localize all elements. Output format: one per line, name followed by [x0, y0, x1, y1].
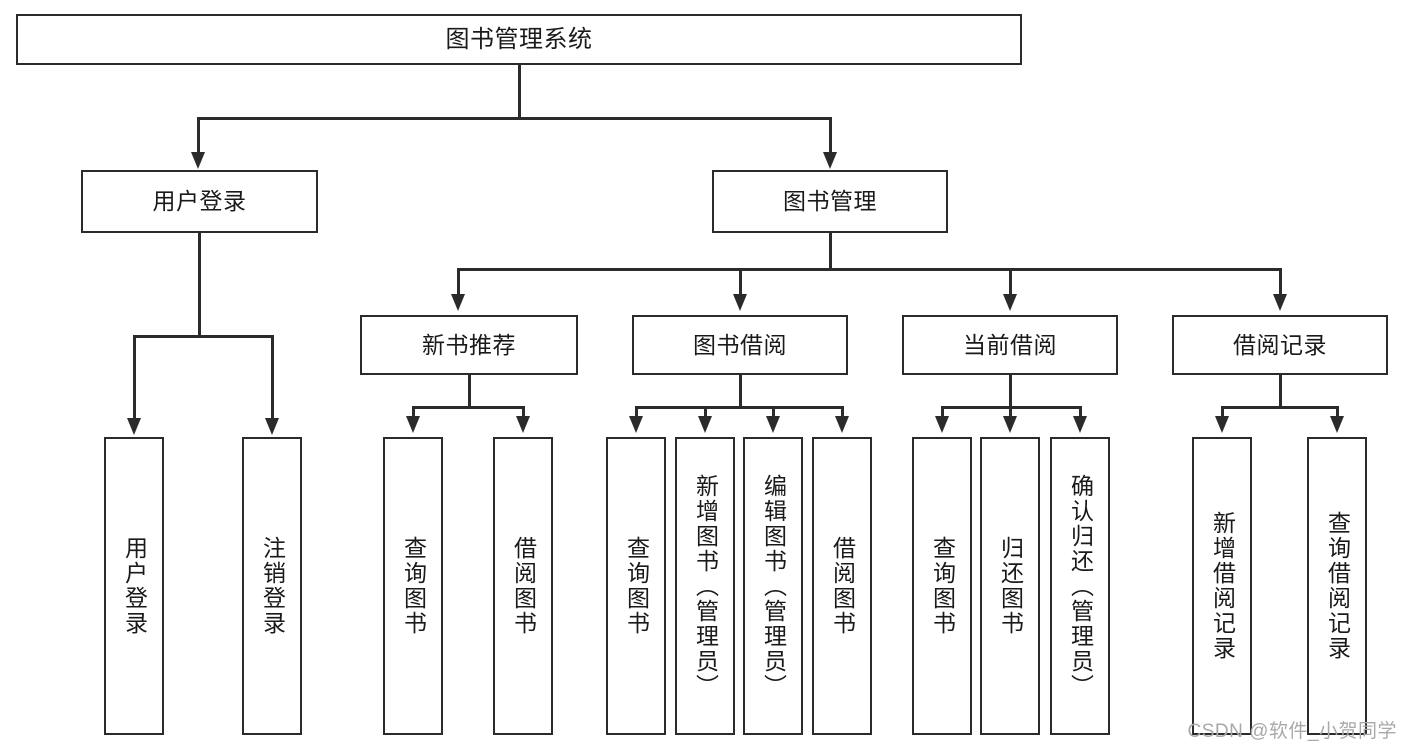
node-label: 查询图书 [623, 536, 650, 636]
node-label: 图书管理 [783, 188, 877, 215]
connector-bookborrow-child-3 [772, 406, 775, 419]
leaf-edit-book-admin[interactable]: 编辑图书（管理员） [743, 437, 803, 735]
node-label: 借阅图书 [829, 536, 856, 636]
connector-newbook-trunk [468, 375, 471, 408]
node-label: 注销登录 [259, 536, 286, 636]
arrowhead-book-manage [823, 152, 837, 169]
connector-bookborrow-child-1 [635, 406, 638, 419]
node-label: 借阅图书 [510, 536, 537, 636]
leaf-query-borrow-record[interactable]: 查询借阅记录 [1307, 437, 1367, 735]
node-label: 确认归还（管理员） [1067, 473, 1094, 699]
node-label: 借阅记录 [1233, 331, 1327, 358]
connector-book-manage-bar [457, 268, 1281, 271]
connector-newbook-child-1 [412, 406, 415, 419]
connector-newbook-child-2 [522, 406, 525, 419]
arrowhead-leaf-logout [265, 418, 279, 435]
node-label: 查询图书 [929, 536, 956, 636]
node-label: 新增图书（管理员） [692, 473, 719, 699]
connector-to-book-manage [829, 117, 832, 155]
connector-to-borrow-record [1279, 268, 1282, 296]
node-label: 图书管理系统 [445, 25, 593, 53]
connector-currentborrow-child-3 [1079, 406, 1082, 419]
node-new-book-recommend[interactable]: 新书推荐 [360, 315, 578, 375]
leaf-logout[interactable]: 注销登录 [242, 437, 302, 735]
node-book-management[interactable]: 图书管理 [712, 170, 948, 233]
arrowhead-borrowrecord-child-2 [1330, 416, 1344, 433]
connector-currentborrow-trunk [1009, 375, 1012, 408]
connector-borrowrecord-trunk [1279, 375, 1282, 408]
node-label: 查询借阅记录 [1324, 511, 1351, 661]
connector-user-login-trunk [198, 233, 201, 336]
connector-user-login-bar [133, 335, 273, 338]
node-label: 新增借阅记录 [1209, 511, 1236, 661]
node-label: 新书推荐 [422, 331, 516, 358]
connector-bookborrow-child-4 [841, 406, 844, 419]
arrowhead-currentborrow-child-1 [935, 416, 949, 433]
connector-to-leaf-logout [271, 335, 274, 421]
leaf-query-book-recommend[interactable]: 查询图书 [383, 437, 443, 735]
arrowhead-borrowrecord-child-1 [1215, 416, 1229, 433]
connector-to-current-borrow [1009, 268, 1012, 296]
leaf-query-book-borrow[interactable]: 查询图书 [606, 437, 666, 735]
arrowhead-new-book [451, 294, 465, 311]
connector-newbook-bar [412, 406, 524, 409]
leaf-add-borrow-record[interactable]: 新增借阅记录 [1192, 437, 1252, 735]
node-label: 用户登录 [152, 188, 247, 215]
arrowhead-bookborrow-child-2 [698, 416, 712, 433]
node-label: 编辑图书（管理员） [760, 473, 787, 699]
arrowhead-newbook-child-2 [516, 416, 530, 433]
connector-bookborrow-bar [635, 406, 843, 409]
arrowhead-currentborrow-child-3 [1073, 416, 1087, 433]
connector-borrowrecord-bar [1221, 406, 1338, 409]
arrowhead-currentborrow-child-2 [1003, 416, 1017, 433]
connector-currentborrow-child-1 [941, 406, 944, 419]
node-label: 归还图书 [997, 536, 1024, 636]
node-user-login[interactable]: 用户登录 [81, 170, 318, 233]
arrowhead-borrow-record [1273, 294, 1287, 311]
arrowhead-bookborrow-child-1 [629, 416, 643, 433]
arrowhead-bookborrow-child-4 [835, 416, 849, 433]
node-current-borrow[interactable]: 当前借阅 [902, 315, 1118, 375]
connector-bookborrow-child-2 [704, 406, 707, 419]
arrowhead-leaf-user-login [127, 418, 141, 435]
connector-borrowrecord-child-2 [1336, 406, 1339, 419]
arrowhead-current-borrow [1003, 294, 1017, 311]
connector-borrowrecord-child-1 [1221, 406, 1224, 419]
leaf-return-book[interactable]: 归还图书 [980, 437, 1040, 735]
connector-currentborrow-child-2 [1009, 406, 1012, 419]
arrowhead-user-login [191, 152, 205, 169]
leaf-query-book-current[interactable]: 查询图书 [912, 437, 972, 735]
connector-to-new-book [457, 268, 460, 296]
leaf-borrow-book[interactable]: 借阅图书 [812, 437, 872, 735]
connector-root-bar [197, 117, 831, 120]
node-label: 图书借阅 [693, 331, 787, 358]
node-label: 查询图书 [400, 536, 427, 636]
connector-to-leaf-user-login [133, 335, 136, 421]
node-label: 当前借阅 [963, 331, 1057, 358]
connector-bookborrow-trunk [739, 375, 742, 408]
arrowhead-borrow-book [733, 294, 747, 311]
arrowhead-newbook-child-1 [406, 416, 420, 433]
leaf-add-book-admin[interactable]: 新增图书（管理员） [675, 437, 735, 735]
leaf-user-login[interactable]: 用户登录 [104, 437, 164, 735]
connector-root-trunk [518, 65, 521, 118]
node-root-system[interactable]: 图书管理系统 [16, 14, 1022, 65]
leaf-confirm-return-admin[interactable]: 确认归还（管理员） [1050, 437, 1110, 735]
arrowhead-bookborrow-child-3 [766, 416, 780, 433]
leaf-borrow-book-recommend[interactable]: 借阅图书 [493, 437, 553, 735]
node-book-borrow[interactable]: 图书借阅 [632, 315, 848, 375]
connector-book-manage-trunk [829, 233, 832, 270]
node-borrow-record[interactable]: 借阅记录 [1172, 315, 1388, 375]
node-label: 用户登录 [121, 536, 148, 636]
connector-to-borrow-book [739, 268, 742, 296]
connector-to-user-login [197, 117, 200, 155]
